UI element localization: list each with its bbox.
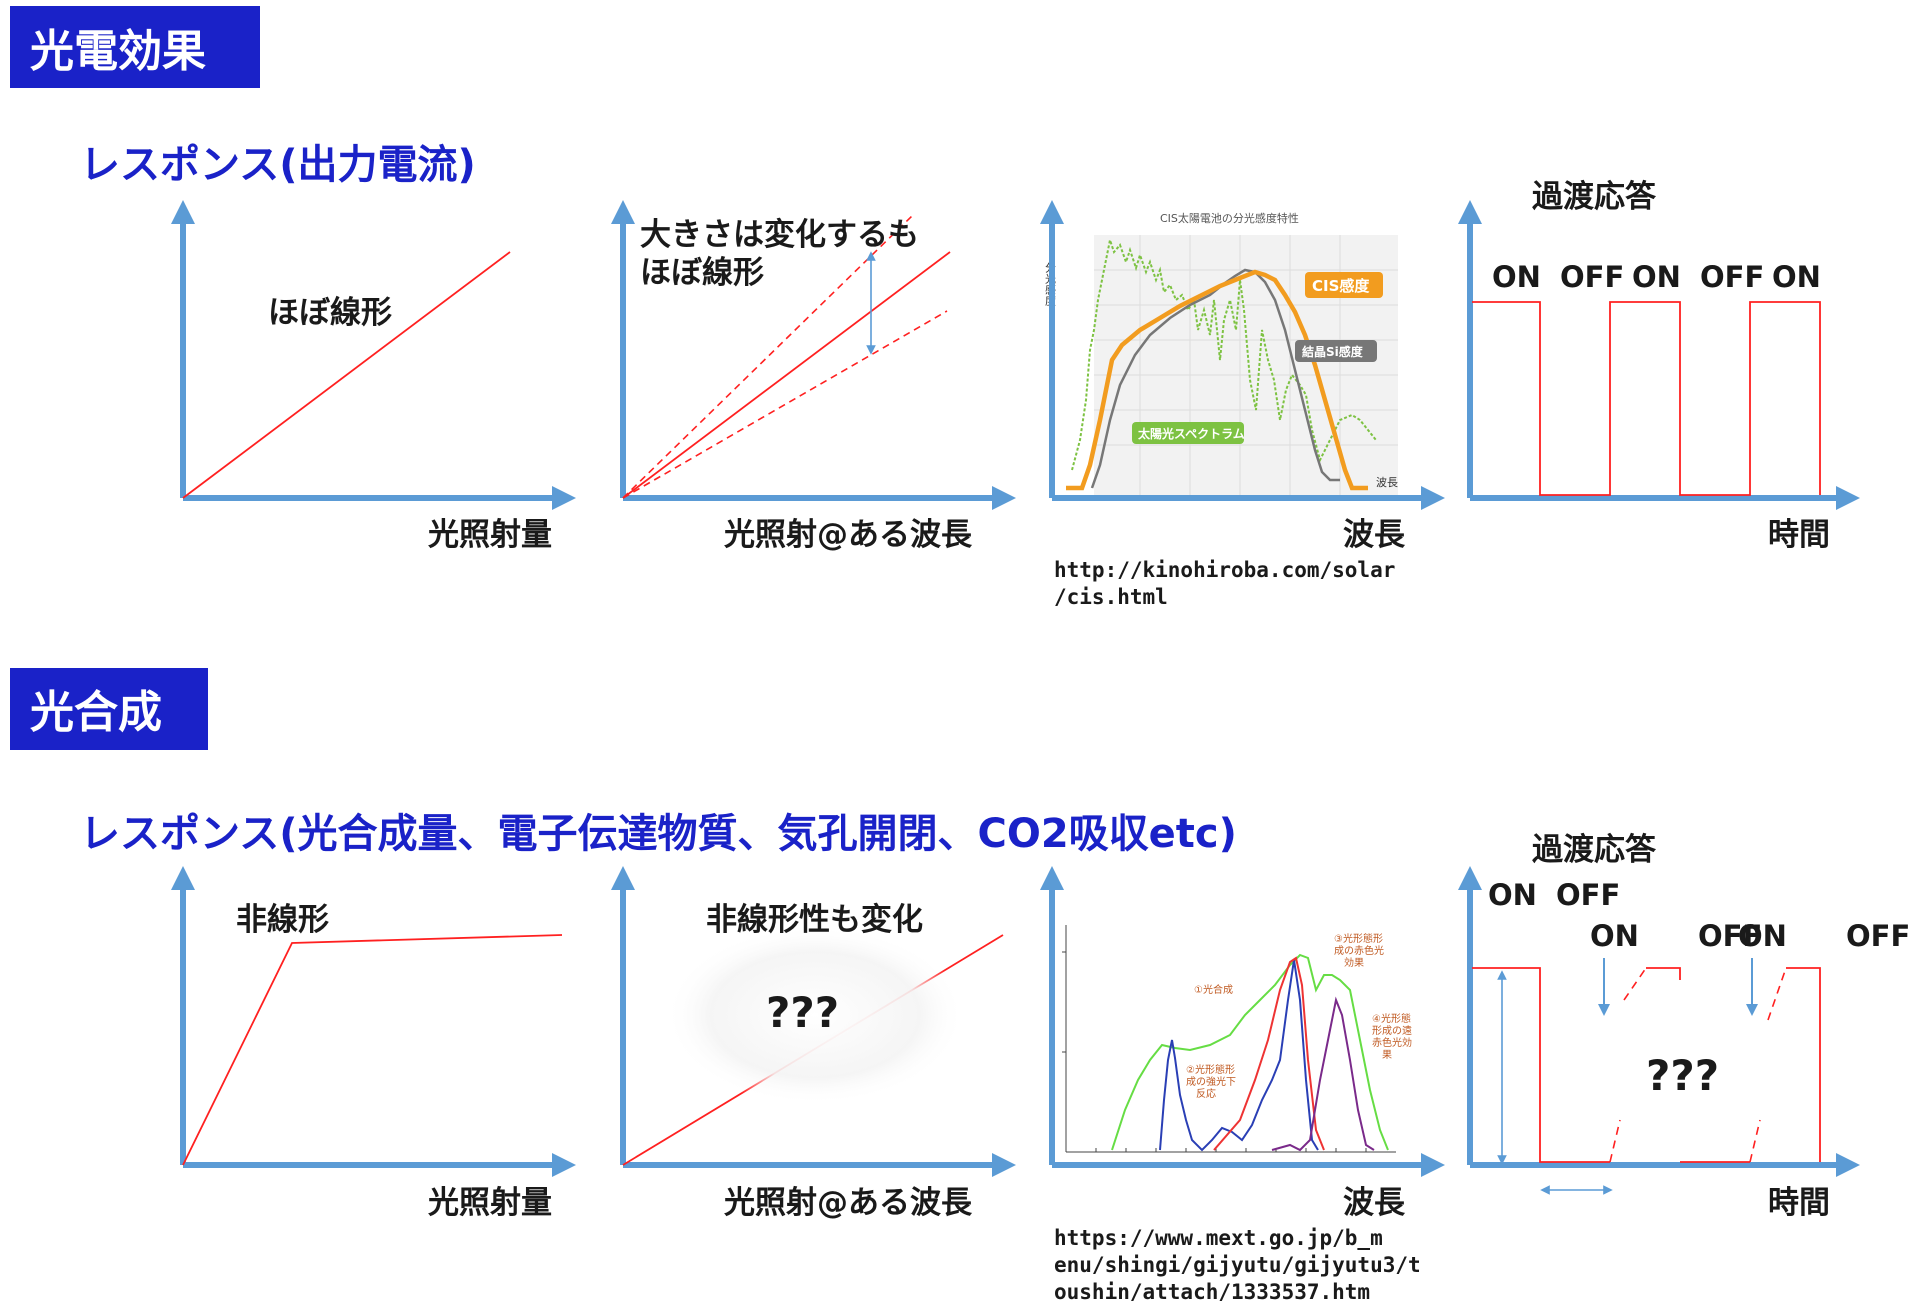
x-axis-label: 波長 <box>1343 1185 1406 1221</box>
source-url-line2: enu/shingi/gijyutu/gijyutu3/t <box>1054 1253 1421 1277</box>
legend-cis: CIS感度 <box>1312 277 1370 295</box>
label-high-light-3: 反応 <box>1196 1087 1216 1100</box>
x-axis-label: 時間 <box>1768 517 1830 553</box>
section-header: 光合成 <box>30 687 162 738</box>
state-label-on-3: ON <box>1772 260 1821 294</box>
section-header-bg <box>10 668 208 750</box>
source-url-line1: https://www.mext.go.jp/b_m <box>1054 1226 1383 1250</box>
response-line-lower <box>622 310 948 499</box>
annotation: 非線形 <box>236 902 329 938</box>
state-mid-on-1: ON <box>1590 919 1639 953</box>
label-red-light-1: ③光形態形 <box>1334 932 1383 945</box>
legend-si-badge <box>1295 340 1377 362</box>
x-axis-label: 光照射量 <box>428 517 552 553</box>
panel-transient-unknown: 過渡応答 ON OFF ON OFF ON OFF ??? <box>1458 832 1910 1221</box>
response-solid <box>1472 967 1610 1163</box>
state-label-on-2: ON <box>1632 260 1681 294</box>
response-curve <box>182 934 563 1166</box>
annotation: 非線形性も変化 <box>706 902 923 938</box>
section-photoelectric: 光電効果 レスポンス(出力電流) ほぼ線形 光照射量 大きさは変化するも ほぼ線… <box>10 6 1860 609</box>
panel-linear: ほぼ線形 光照射量 <box>171 200 576 553</box>
label-red-light-3: 効果 <box>1344 956 1364 969</box>
panel-title: 過渡応答 <box>1532 832 1657 868</box>
legend-sun: 太陽光スペクトラム <box>1138 426 1245 441</box>
square-wave <box>1472 301 1821 496</box>
panel-nonlinear: 非線形 光照射量 <box>171 866 576 1221</box>
label-photosynthesis: ①光合成 <box>1194 983 1233 996</box>
label-far-red-2: 形成の遠 <box>1372 1024 1412 1037</box>
response-line-upper <box>622 213 915 499</box>
annotation-line2: ほぼ線形 <box>640 255 764 291</box>
series-red-light <box>1213 956 1325 1151</box>
source-url-line2: /cis.html <box>1054 585 1168 609</box>
x-axis-label: 光照射@ある波長 <box>724 1185 973 1221</box>
annotation: ほぼ線形 <box>268 295 392 331</box>
x-axis-small-label: 波長 <box>1376 476 1398 489</box>
panel-action-spectra: ①光合成 ②光形態形 成の強光下 反応 ③光形態形 成の赤色光 効果 ④光形態 … <box>1040 866 1445 1304</box>
label-far-red-3: 赤色光効 <box>1372 1036 1412 1049</box>
panel-nonlinear-variation: 非線形性も変化 ??? 光照射@ある波長 <box>611 866 1016 1221</box>
response-line <box>622 251 951 499</box>
series-photosynthesis <box>1111 953 1389 1151</box>
x-axis-label: 光照射量 <box>428 1185 552 1221</box>
state-label-on-1: ON <box>1492 260 1541 294</box>
uncertain-transitions <box>1609 967 1787 1163</box>
series-sun-spectrum <box>1071 236 1377 471</box>
panel-spectral-sensitivity: CIS太陽電池の分光感度特性 分光感度 波長 CIS感度 結晶Si感度 太陽光ス… <box>1040 200 1445 609</box>
series-cis <box>1066 269 1368 491</box>
label-far-red-4: 果 <box>1382 1049 1392 1061</box>
section-header-bg <box>10 6 260 88</box>
annotation-line1: 大きさは変化するも <box>640 217 919 253</box>
section-photosynthesis: 光合成 レスポンス(光合成量、電子伝達物質、気孔開閉、CO2吸収etc) 非線形… <box>10 668 1910 1304</box>
response-title: レスポンス(出力電流) <box>80 142 476 188</box>
unknown-label: ??? <box>766 988 839 1037</box>
section-header: 光電効果 <box>30 26 206 77</box>
label-high-light-1: ②光形態形 <box>1186 1063 1235 1076</box>
unknown-label: ??? <box>1646 1051 1719 1100</box>
state-label-off-1: OFF <box>1560 260 1624 294</box>
response-line <box>182 251 511 499</box>
source-url-line3: oushin/attach/1333537.htm <box>1054 1280 1370 1304</box>
unknown-fog <box>665 925 965 1105</box>
state-top-off: OFF <box>1556 878 1620 912</box>
state-mid-on-2: ON <box>1738 919 1787 953</box>
series-high-light <box>1159 959 1319 1152</box>
x-axis-label: 時間 <box>1768 1185 1830 1221</box>
legend-cis-badge <box>1305 272 1383 298</box>
state-mid-off-1: OFF <box>1698 919 1762 953</box>
x-axis-label: 波長 <box>1343 517 1406 553</box>
response-title: レスポンス(光合成量、電子伝達物質、気孔開閉、CO2吸収etc) <box>80 811 1237 857</box>
response-segment-3 <box>1646 967 1681 980</box>
panel-title: 過渡応答 <box>1532 179 1657 215</box>
state-top-on: ON <box>1488 878 1537 912</box>
source-url-line1: http://kinohiroba.com/solar <box>1054 558 1395 582</box>
x-axis-label: 光照射@ある波長 <box>724 517 973 553</box>
series-far-red <box>1271 996 1375 1152</box>
legend-si: 結晶Si感度 <box>1302 344 1364 359</box>
state-label-off-2: OFF <box>1700 260 1764 294</box>
response-segment-4 <box>1786 967 1821 1162</box>
legend-sun-badge <box>1132 422 1244 444</box>
panel-wavelength-linear: 大きさは変化するも ほぼ線形 光照射@ある波長 <box>611 200 1016 553</box>
chart-title: CIS太陽電池の分光感度特性 <box>1160 211 1299 225</box>
series-crystalline-si <box>1090 268 1340 489</box>
label-far-red-1: ④光形態 <box>1372 1012 1411 1025</box>
label-high-light-2: 成の強光下 <box>1186 1075 1236 1088</box>
panel-transient-response: 過渡応答 ON OFF ON OFF ON 時間 <box>1458 179 1860 553</box>
state-mid-off-2: OFF <box>1846 919 1910 953</box>
label-red-light-2: 成の赤色光 <box>1334 944 1384 957</box>
